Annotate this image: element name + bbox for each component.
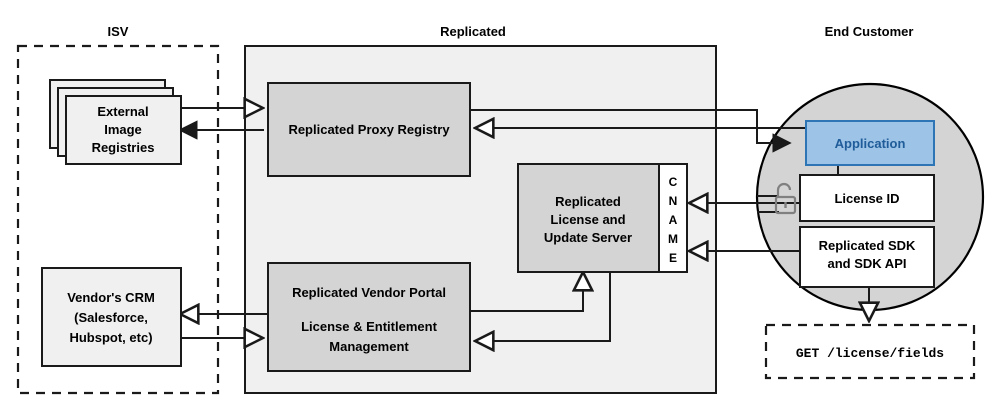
crm-box bbox=[41, 267, 182, 367]
license-server-line-3: Update Server bbox=[544, 230, 632, 245]
node-license-fields-request[interactable]: GET /license/fields bbox=[764, 323, 976, 380]
node-license-id[interactable]: License ID bbox=[799, 174, 935, 222]
registries-line-3: Registries bbox=[92, 140, 155, 155]
registry-stack-front bbox=[65, 95, 182, 165]
license-id-label: License ID bbox=[834, 191, 899, 206]
application-label: Application bbox=[835, 136, 906, 151]
crm-line-2: (Salesforce, bbox=[74, 310, 148, 325]
node-cname[interactable]: C N A M E bbox=[658, 163, 688, 273]
cname-letter-m: M bbox=[668, 232, 678, 246]
vendor-portal-line-1: Replicated Vendor Portal bbox=[292, 285, 446, 300]
crm-line-3: Hubspot, etc) bbox=[69, 330, 152, 345]
cname-letter-n: N bbox=[669, 194, 678, 208]
vendor-portal-line-3: Management bbox=[329, 339, 409, 354]
license-id-box bbox=[799, 174, 935, 222]
zone-label-end-customer: End Customer bbox=[825, 24, 914, 39]
edge-licenseserver-to-vendorportal bbox=[475, 270, 611, 341]
cname-box bbox=[658, 163, 688, 273]
replicated-sdk-line-1: Replicated SDK bbox=[819, 238, 916, 253]
unlock-icon bbox=[774, 182, 797, 215]
license-server-line-2: License and bbox=[550, 212, 625, 227]
proxy-registry-label: Replicated Proxy Registry bbox=[288, 122, 450, 137]
cname-letter-c: C bbox=[669, 175, 678, 189]
replicated-sdk-line-2: and SDK API bbox=[828, 256, 907, 271]
node-replicated-license-update-server[interactable]: Replicated License and Update Server bbox=[517, 163, 660, 273]
vendor-portal-line-2: License & Entitlement bbox=[301, 319, 437, 334]
node-replicated-sdk[interactable]: Replicated SDK and SDK API bbox=[799, 226, 935, 288]
node-replicated-vendor-portal[interactable]: Replicated Vendor Portal License & Entit… bbox=[267, 262, 471, 372]
crm-line-1: Vendor's CRM bbox=[67, 290, 155, 305]
license-fields-box bbox=[764, 323, 976, 380]
proxy-registry-box bbox=[267, 82, 471, 177]
zone-isv bbox=[16, 44, 220, 395]
license-fields-label: GET /license/fields bbox=[796, 346, 944, 361]
cname-letter-a: A bbox=[669, 213, 678, 227]
cname-letter-e: E bbox=[669, 251, 677, 265]
replicated-sdk-box bbox=[799, 226, 935, 288]
license-server-line-1: Replicated bbox=[555, 194, 621, 209]
node-application[interactable]: Application bbox=[805, 120, 935, 166]
node-external-image-registries[interactable]: External Image Registries bbox=[49, 79, 182, 165]
node-replicated-proxy-registry[interactable]: Replicated Proxy Registry bbox=[267, 82, 471, 177]
node-vendors-crm[interactable]: Vendor's CRM (Salesforce, Hubspot, etc) bbox=[41, 267, 182, 367]
zone-label-replicated: Replicated bbox=[440, 24, 506, 39]
zone-label-isv: ISV bbox=[108, 24, 129, 39]
registries-line-2: Image bbox=[104, 122, 142, 137]
registries-line-1: External bbox=[97, 104, 148, 119]
edge-vendorportal-to-licenseserver bbox=[470, 272, 583, 312]
vendor-portal-box bbox=[267, 262, 471, 372]
application-box bbox=[805, 120, 935, 166]
edge-proxy-to-application bbox=[470, 109, 790, 143]
